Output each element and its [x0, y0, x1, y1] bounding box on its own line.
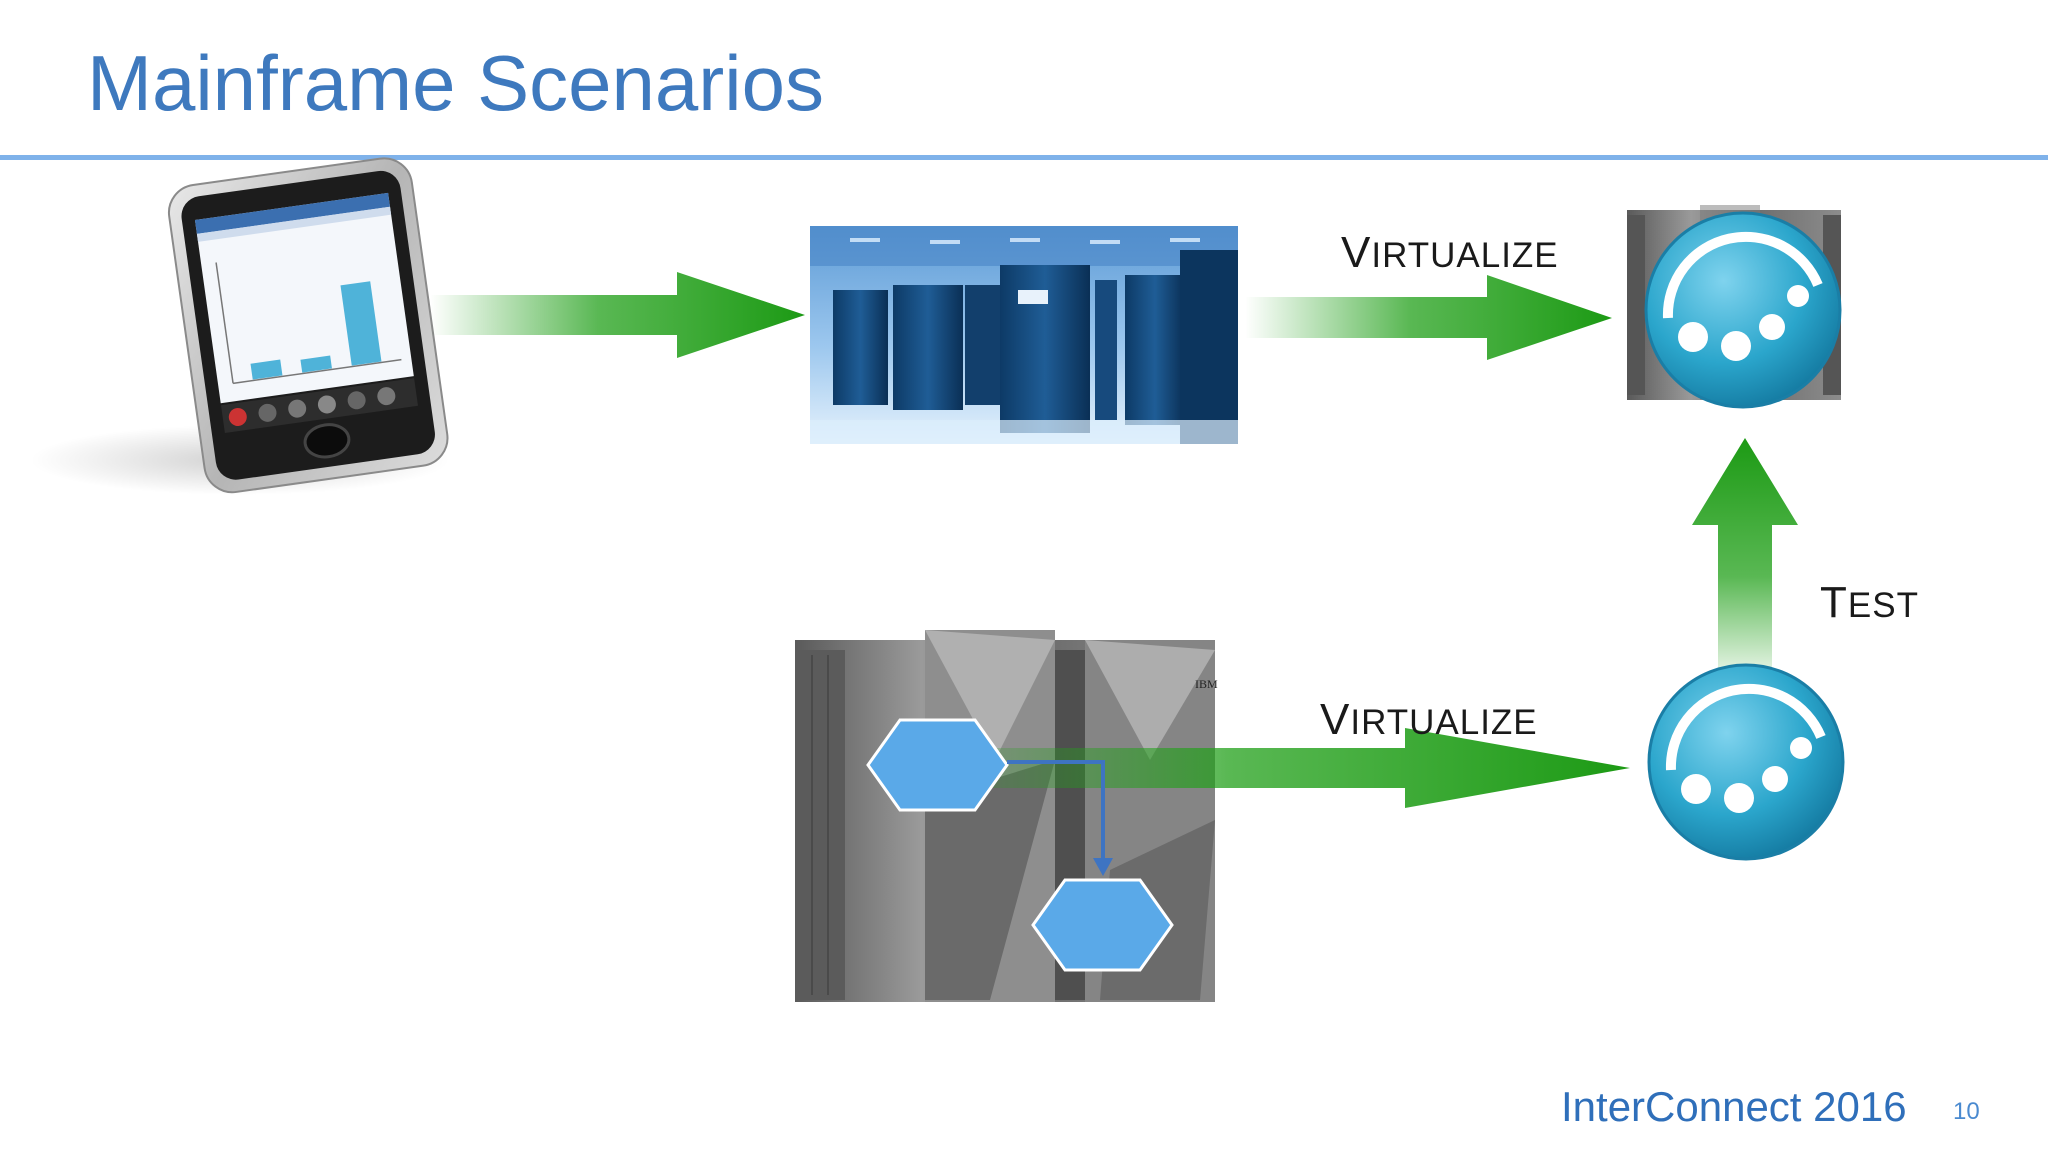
virtualize-label-top: VIRTUALIZE — [1341, 228, 1559, 278]
datacenter-server-racks-photo — [810, 226, 1238, 444]
hexagon-target — [1031, 878, 1174, 972]
service-virtualization-icon — [1644, 211, 1842, 409]
service-virtualization-icon-bottom — [1647, 663, 1845, 861]
virtualize-label-bottom-rest: IRTUALIZE — [1350, 703, 1538, 742]
slide-title: Mainframe Scenarios — [87, 39, 824, 127]
smartphone-image — [30, 157, 450, 495]
arrow-datacenter-to-logo — [1245, 275, 1612, 360]
virtualize-label-bottom-initial: V — [1320, 695, 1351, 744]
arrow-test-up — [1692, 438, 1798, 690]
test-label: TEST — [1820, 578, 1919, 628]
arrow-phone-to-datacenter — [430, 272, 805, 358]
hexagon-source — [866, 718, 1009, 812]
test-label-initial: T — [1820, 578, 1848, 627]
component-diagram — [866, 718, 1174, 972]
test-label-rest: EST — [1847, 586, 1919, 625]
virtualize-label-bottom: VIRTUALIZE — [1320, 695, 1538, 745]
virtualized-mainframe-with-logo — [1627, 205, 1842, 409]
svg-text:IBM: IBM — [1195, 677, 1218, 691]
virtualize-label-top-rest: IRTUALIZE — [1371, 236, 1559, 275]
title-divider — [0, 155, 2048, 160]
arrow-mainframe-to-logo — [900, 728, 1630, 808]
footer-brand: InterConnect 2016 — [1561, 1083, 1907, 1130]
ibm-mainframe-image: IBM — [795, 630, 1218, 1002]
connector-arrow — [1007, 760, 1105, 868]
virtualize-label-top-initial: V — [1341, 228, 1372, 277]
page-number: 10 — [1953, 1098, 1980, 1125]
